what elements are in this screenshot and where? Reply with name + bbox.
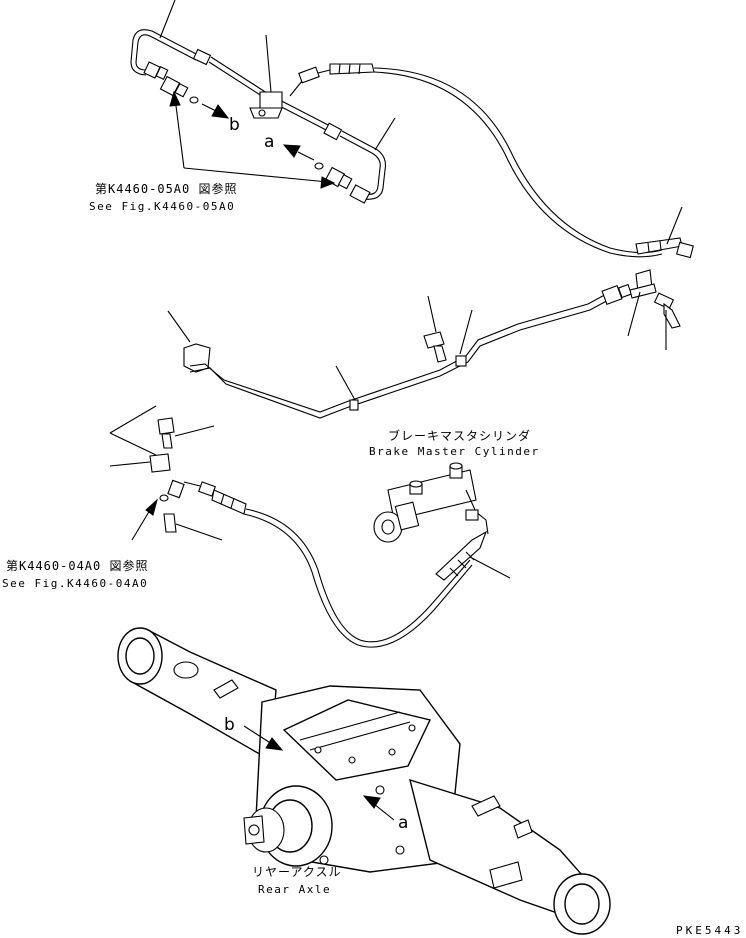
upper-brake-tube-assembly <box>130 0 694 259</box>
ref-top-english: See Fig.K4460-05A0 <box>89 200 236 213</box>
marker-a-upper: a <box>264 132 275 152</box>
left-fittings <box>109 405 473 648</box>
ref-top-japanese: 第K4460-05A0 図参照 <box>95 182 238 196</box>
middle-brake-tube <box>167 269 681 419</box>
ref-mid-english: See Fig.K4460-04A0 <box>2 577 149 590</box>
rear-axle <box>117 627 611 935</box>
rear-axle-japanese: リヤーアクスル <box>252 865 342 879</box>
marker-b-upper: b <box>229 115 240 135</box>
marker-b-axle: b <box>224 715 235 735</box>
marker-a-axle: a <box>398 813 409 833</box>
ref-mid-japanese: 第K4460-04A0 図参照 <box>6 559 149 573</box>
rear-axle-english: Rear Axle <box>258 883 332 896</box>
drawing-code: PKE5443 <box>676 924 744 937</box>
brake-master-cylinder-english: Brake Master Cylinder <box>369 445 540 458</box>
brake-master-cylinder <box>373 462 511 581</box>
brake-master-cylinder-japanese: ブレーキマスタシリンダ <box>388 429 532 443</box>
